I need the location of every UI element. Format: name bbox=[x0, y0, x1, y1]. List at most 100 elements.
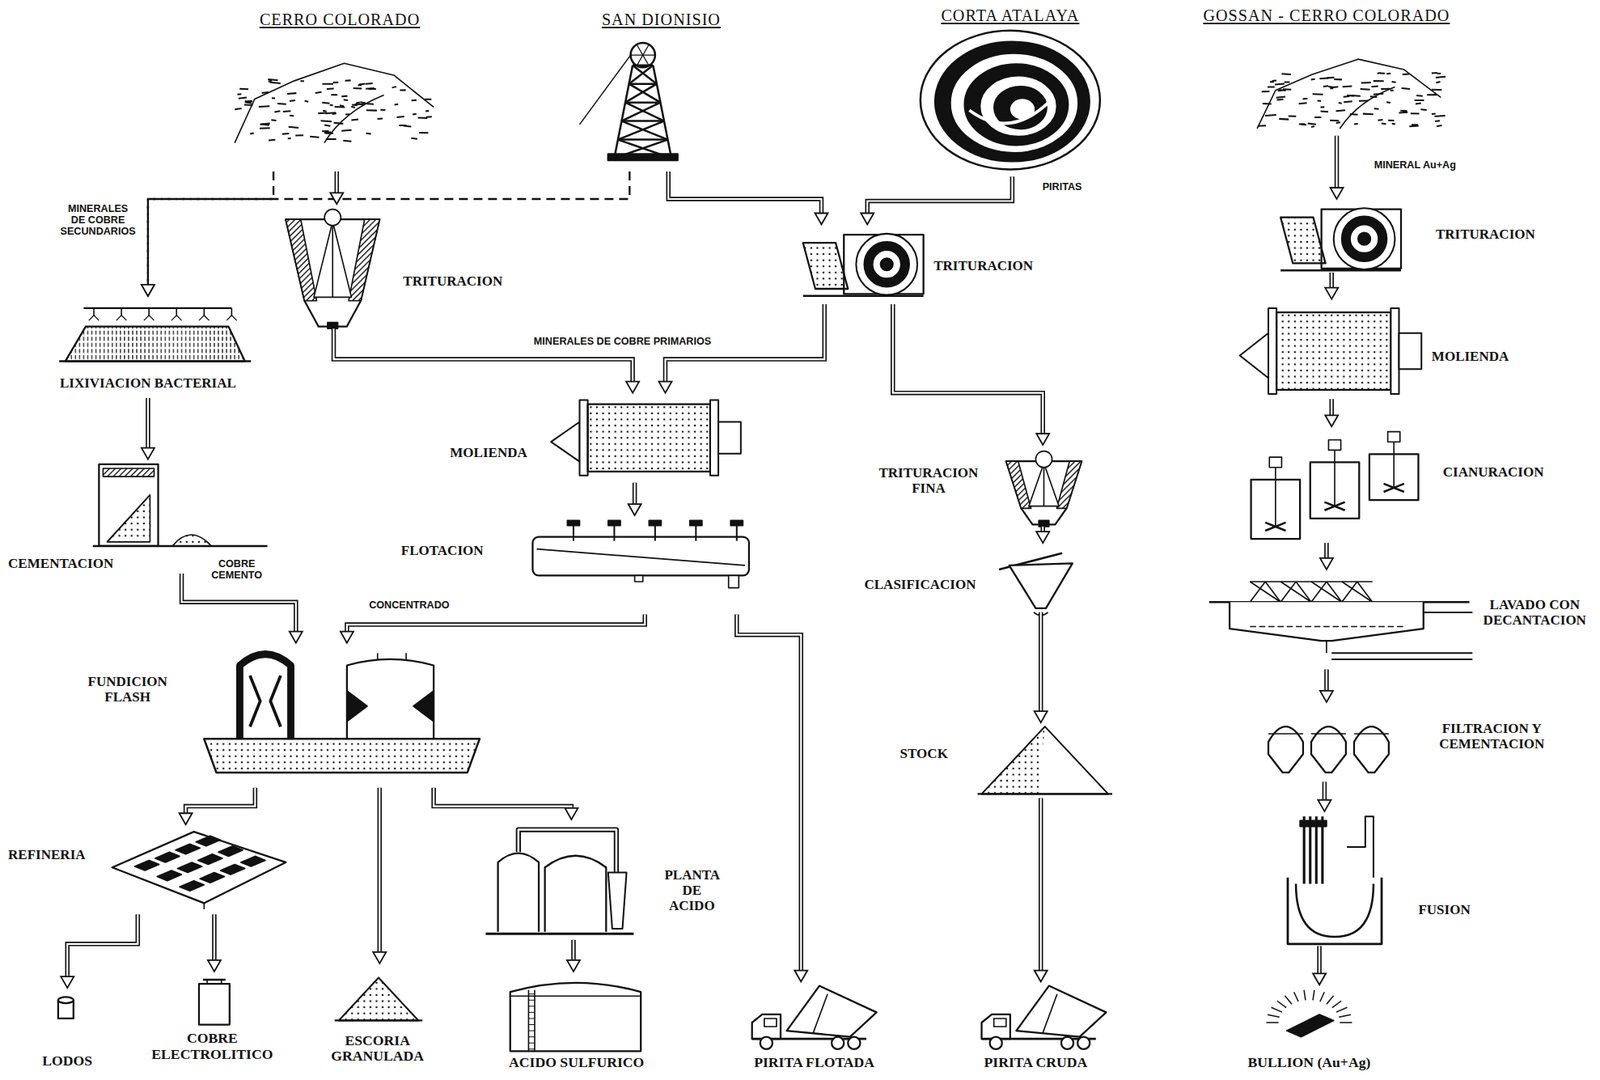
connector-core bbox=[378, 787, 381, 953]
hill-texture bbox=[1314, 116, 1321, 119]
connector-core bbox=[213, 914, 216, 961]
arrowhead bbox=[60, 976, 74, 988]
arrowhead bbox=[372, 952, 386, 964]
hill-texture bbox=[239, 88, 249, 91]
mill-feed-cone bbox=[1240, 333, 1269, 379]
ladder-rung bbox=[528, 1036, 535, 1038]
bullion-bar bbox=[1286, 1014, 1334, 1038]
connector-core bbox=[893, 304, 1043, 434]
hill-texture bbox=[1330, 86, 1339, 88]
hill-texture bbox=[1436, 125, 1442, 127]
cathode-sheet bbox=[198, 983, 230, 1025]
dump-truck-icon bbox=[982, 986, 1107, 1050]
heap-base bbox=[59, 359, 251, 363]
bridge-truss bbox=[1280, 581, 1312, 602]
headframe-brace bbox=[625, 102, 665, 122]
hill-texture bbox=[1307, 123, 1317, 125]
process-step: TRITURACION bbox=[280, 203, 521, 329]
hill-texture bbox=[287, 137, 292, 140]
truck-wheel bbox=[1061, 1037, 1074, 1050]
hill-texture bbox=[1409, 124, 1418, 127]
connector-line bbox=[1329, 398, 1334, 415]
hill-texture bbox=[1346, 95, 1355, 97]
pile-outline bbox=[982, 726, 1109, 794]
connector-core bbox=[1325, 542, 1328, 559]
hill-texture bbox=[1311, 78, 1316, 81]
step-label: PLANTA DE ACIDO bbox=[664, 867, 720, 914]
pile-outline bbox=[338, 977, 419, 1021]
hill-texture bbox=[394, 103, 399, 106]
dashed-flow-arrow bbox=[141, 171, 630, 297]
step-label: TRITURACION bbox=[1435, 226, 1536, 242]
arrowhead bbox=[1324, 287, 1338, 300]
arrowhead bbox=[814, 213, 828, 225]
electrode-clamp bbox=[1299, 820, 1327, 827]
hill-texture bbox=[315, 92, 322, 94]
hill-road bbox=[324, 95, 385, 144]
connector-line bbox=[736, 613, 801, 970]
process-step: CIANURACION bbox=[1242, 426, 1570, 543]
flow-arrow bbox=[330, 171, 343, 204]
hill-texture bbox=[270, 118, 276, 122]
hill-texture bbox=[1392, 80, 1397, 84]
hill-texture bbox=[1392, 122, 1396, 126]
agitator-motor bbox=[1388, 431, 1401, 443]
pit-bench bbox=[965, 63, 1068, 145]
connector-line bbox=[1316, 945, 1322, 974]
flow-arrow bbox=[893, 304, 1050, 445]
hill-texture bbox=[365, 87, 375, 90]
hill-texture bbox=[334, 105, 346, 109]
hill-texture bbox=[396, 116, 404, 118]
connector-core bbox=[186, 787, 256, 813]
flow-arrow bbox=[628, 482, 642, 516]
flow-arrow bbox=[1036, 526, 1050, 543]
converter-vessel bbox=[498, 853, 539, 932]
flow-arrow bbox=[736, 613, 808, 982]
pile-ground bbox=[334, 1019, 423, 1021]
hill-texture bbox=[274, 110, 280, 112]
hill-texture bbox=[238, 97, 247, 99]
bridge-truss bbox=[1341, 581, 1373, 602]
hill-texture bbox=[321, 83, 334, 85]
bullion-ray bbox=[1267, 1014, 1280, 1017]
product: PIRITA CRUDA bbox=[964, 982, 1108, 1079]
flash-furnace-illustration bbox=[203, 652, 480, 773]
hill-texture bbox=[1323, 84, 1329, 88]
mill-shell bbox=[1276, 312, 1391, 390]
crusher-liner bbox=[1006, 461, 1032, 508]
agitator-motor bbox=[730, 520, 743, 525]
hill-illustration bbox=[1257, 59, 1446, 129]
hill-texture bbox=[1343, 101, 1353, 102]
hill-texture bbox=[309, 136, 319, 138]
filter-vessel bbox=[1268, 726, 1304, 773]
step-label: MOLIENDA bbox=[449, 444, 527, 461]
bullion-ray bbox=[1332, 1000, 1342, 1008]
connector-line bbox=[211, 914, 217, 961]
connector-line bbox=[186, 787, 256, 813]
connector-core bbox=[1040, 797, 1042, 970]
hill-texture bbox=[237, 93, 242, 95]
connector-core bbox=[433, 787, 572, 809]
hill-texture bbox=[1311, 126, 1315, 127]
sprinkler-pipe bbox=[83, 307, 232, 309]
arrowhead bbox=[1034, 711, 1048, 723]
hill-texture bbox=[1416, 94, 1423, 98]
hill-texture bbox=[1414, 99, 1425, 102]
truck-cab bbox=[752, 1014, 781, 1039]
electrolytic-cell bbox=[156, 870, 182, 881]
hill-texture bbox=[1374, 107, 1380, 111]
hill-outline bbox=[1257, 59, 1441, 129]
arrowhead bbox=[330, 192, 343, 204]
bullion-ray bbox=[1326, 995, 1334, 1004]
source-name: CERRO COLORADO bbox=[259, 10, 420, 30]
ball-mill-illustration bbox=[1240, 308, 1423, 394]
truck-wheel bbox=[847, 1037, 860, 1050]
shaft-throat bbox=[249, 675, 281, 727]
connector-core bbox=[867, 176, 1012, 213]
filter-band bbox=[1311, 732, 1347, 735]
hill-texture bbox=[345, 79, 352, 81]
process-step: LIXIVIACION BACTERIAL bbox=[50, 296, 255, 398]
flotation-tank bbox=[532, 537, 749, 576]
process-step: TRITURACION FINA bbox=[875, 444, 1085, 527]
